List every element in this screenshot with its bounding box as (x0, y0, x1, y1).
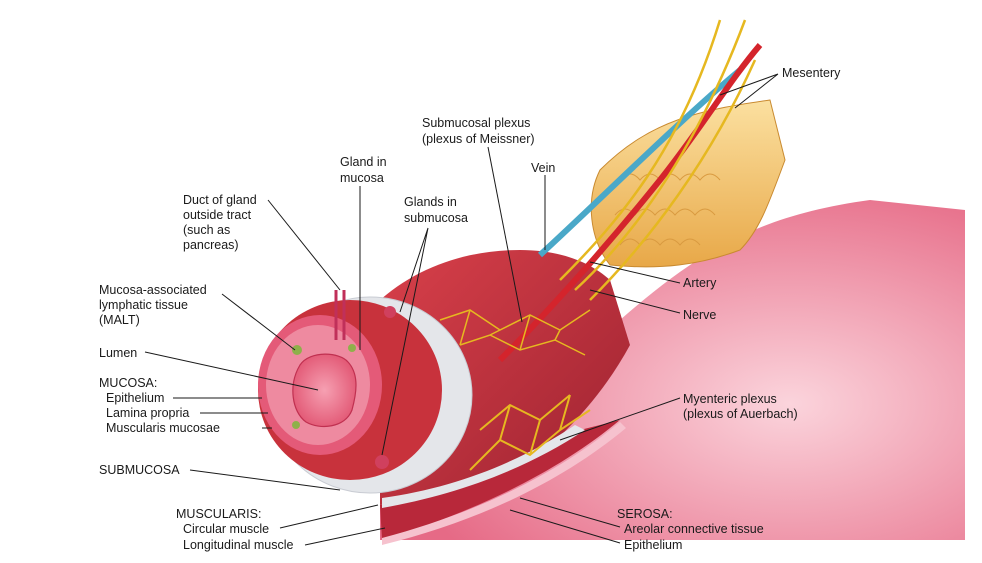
serosa-cut-band (382, 422, 626, 545)
submucosal-gland (384, 306, 396, 318)
label-mucosa-muscularis-mucosae: Muscularis mucosae (106, 421, 220, 435)
leader-myenteric-plexus (559, 397, 681, 441)
label-malt-line2: lymphatic tissue (99, 298, 188, 312)
label-serosa-epithelium: Epithelium (624, 538, 682, 552)
label-muscularis-circular: Circular muscle (183, 522, 269, 536)
label-mesentery: Mesentery (782, 66, 841, 80)
label-muscularis-heading: MUSCULARIS: (176, 507, 261, 521)
label-submucosal-plexus-line2: (plexus of Meissner) (422, 132, 535, 146)
submucosal-plexus-network (439, 309, 591, 356)
label-duct-line1: Duct of gland (183, 193, 257, 207)
leader-nerve (589, 289, 681, 314)
leader-glands-in-submucosa (381, 227, 429, 456)
myenteric-plexus-network (469, 394, 591, 471)
label-duct-line3: (such as (183, 223, 230, 237)
leader-malt (221, 293, 296, 351)
leader-longitudinal-muscle (304, 527, 386, 546)
label-serosa-areolar: Areolar connective tissue (624, 522, 764, 536)
label-duct-line2: outside tract (183, 208, 252, 222)
submucosa-cut-band (382, 425, 585, 508)
label-glands-in-submucosa-line2: submucosa (404, 211, 468, 225)
leader-duct-of-gland (267, 199, 341, 291)
leader-circular-muscle (279, 504, 379, 529)
leader-submucosal-plexus (487, 146, 523, 323)
label-artery: Artery (683, 276, 717, 290)
leader-mesentery (719, 73, 779, 109)
leader-lines (144, 73, 779, 546)
label-myenteric-plexus-line2: (plexus of Auerbach) (683, 407, 798, 421)
leader-areolar (519, 497, 621, 528)
leader-submucosa (189, 469, 341, 491)
tube-illustration (258, 19, 965, 545)
label-vein: Vein (531, 161, 555, 175)
label-gland-in-mucosa-line1: Gland in (340, 155, 387, 169)
label-duct-line4: pancreas) (183, 238, 239, 252)
artery-vessel (497, 43, 763, 363)
labels: Mesentery Submucosal plexus (plexus of M… (99, 66, 841, 552)
lumen (292, 353, 357, 428)
leader-serosa-epithelium (509, 509, 621, 544)
label-mucosa-heading: MUCOSA: (99, 376, 157, 390)
submucosal-gland (375, 455, 389, 469)
label-mucosa-epithelium: Epithelium (106, 391, 164, 405)
label-glands-in-submucosa-line1: Glands in (404, 195, 457, 209)
mesentery-fat (590, 99, 786, 268)
malt-nodule (348, 344, 356, 352)
label-serosa-heading: SEROSA: (617, 507, 673, 521)
muscularis-cut-face (380, 420, 620, 540)
label-mucosa-lamina-propria: Lamina propria (106, 406, 189, 420)
label-submucosa: SUBMUCOSA (99, 463, 180, 477)
label-submucosal-plexus-line1: Submucosal plexus (422, 116, 530, 130)
malt-nodule (292, 345, 302, 355)
label-gland-in-mucosa-line2: mucosa (340, 171, 384, 185)
label-malt-line3: (MALT) (99, 313, 140, 327)
leader-artery (589, 261, 681, 284)
label-malt-line1: Mucosa-associated (99, 283, 207, 297)
label-muscularis-longitudinal: Longitudinal muscle (183, 538, 294, 552)
leader-lumen (144, 351, 319, 391)
malt-nodule (292, 421, 300, 429)
label-nerve: Nerve (683, 308, 716, 322)
label-myenteric-plexus-line1: Myenteric plexus (683, 392, 777, 406)
gland-duct (334, 290, 346, 340)
label-lumen: Lumen (99, 346, 137, 360)
